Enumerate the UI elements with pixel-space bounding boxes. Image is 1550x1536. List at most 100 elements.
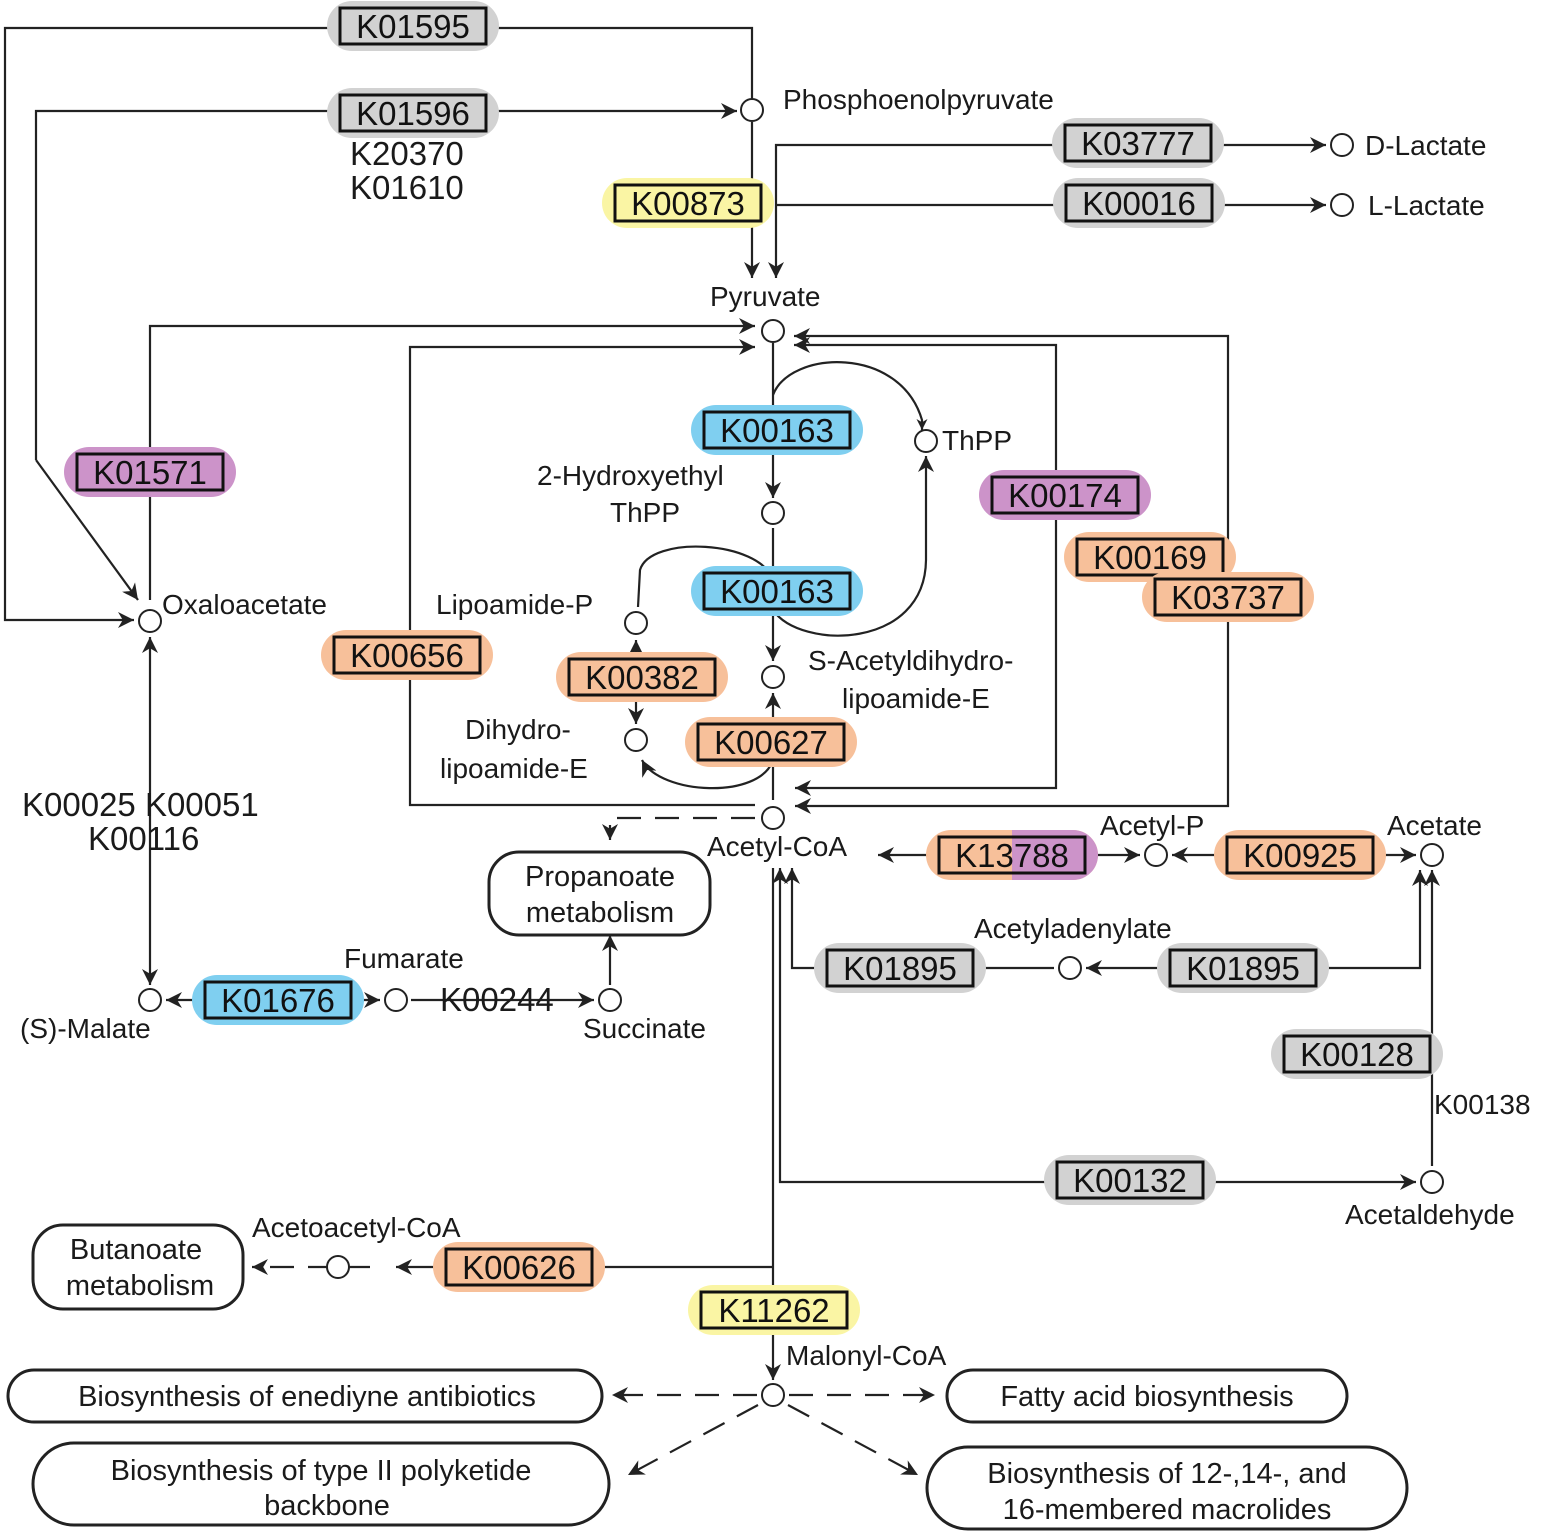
enzyme-highlight — [979, 470, 1151, 520]
label-s-malate: (S)-Malate — [20, 1013, 151, 1044]
enzyme-label: K01676 — [221, 982, 335, 1019]
enzyme-label: K00169 — [1093, 539, 1207, 576]
node-pyruvate — [761, 319, 785, 343]
enzyme-k00128[interactable]: K00128 — [1271, 1029, 1443, 1079]
enzyme-highlight — [1157, 943, 1329, 993]
map-butanoate-box[interactable] — [31, 1223, 245, 1311]
enzyme-label: K01596 — [356, 95, 470, 132]
node-acetate — [1420, 843, 1444, 867]
enzyme-k00016[interactable]: K00016 — [1053, 178, 1225, 228]
node-acetyladenylate — [1058, 956, 1082, 980]
ko-k01610[interactable]: K01610 — [350, 169, 464, 206]
label-hydroxyethyl-2: ThPP — [610, 497, 680, 528]
label-acetyl-coa: Acetyl-CoA — [707, 831, 847, 862]
label-acetyladenylate: Acetyladenylate — [974, 913, 1172, 944]
enzyme-k11262[interactable]: K11262 — [688, 1285, 860, 1335]
enzyme-k01596[interactable]: K01596 — [327, 88, 499, 138]
enzyme-highlight — [327, 1, 499, 51]
enzyme-label: K13788 — [955, 837, 1069, 874]
enzyme-highlight — [327, 88, 499, 138]
enzyme-highlight — [1064, 532, 1236, 582]
enzyme-box — [1055, 1160, 1205, 1200]
enzyme-k00925[interactable]: K00925 — [1214, 830, 1386, 880]
enzyme-box — [338, 6, 488, 46]
ko-k00025-k00051[interactable]: K00025 K00051 — [22, 786, 259, 823]
label-acetate: Acetate — [1387, 810, 1482, 841]
ko-k00138[interactable]: K00138 — [1434, 1089, 1531, 1120]
enzyme-label: K00128 — [1300, 1036, 1414, 1073]
enzyme-k03737[interactable]: K03737 — [1142, 572, 1314, 622]
enzyme-label: K00873 — [631, 185, 745, 222]
enzyme-highlight — [321, 630, 493, 680]
node-fumarate — [384, 988, 408, 1012]
enzyme-highlight — [1214, 830, 1386, 880]
enzyme-k00174[interactable]: K00174 — [979, 470, 1151, 520]
enzyme-k01571[interactable]: K01571 — [64, 447, 236, 497]
node-s-malate — [138, 988, 162, 1012]
enzyme-badges: K01595K01596K03777K00016K00873K00163K001… — [64, 1, 1443, 1335]
map-butanoate-label-1: Butanoate — [70, 1234, 202, 1266]
enzyme-k01895-b[interactable]: K01895 — [1157, 943, 1329, 993]
enzyme-highlight — [1053, 178, 1225, 228]
label-d-lactate: D-Lactate — [1365, 130, 1486, 161]
ko-k00116[interactable]: K00116 — [88, 820, 199, 857]
enzyme-k00873[interactable]: K00873 — [602, 178, 774, 228]
enzyme-k01595[interactable]: K01595 — [327, 1, 499, 51]
map-fatty-acid-label: Fatty acid biosynthesis — [1000, 1381, 1293, 1413]
enzyme-k00656[interactable]: K00656 — [321, 630, 493, 680]
map-butanoate-label-2: metabolism — [66, 1270, 214, 1302]
map-fatty-acid-box[interactable] — [945, 1368, 1349, 1424]
map-propanoate-box[interactable] — [487, 850, 712, 937]
enzyme-label: K03777 — [1081, 125, 1195, 162]
enzyme-k03777[interactable]: K03777 — [1052, 118, 1224, 168]
enzyme-k01895-a[interactable]: K01895 — [814, 943, 986, 993]
enzyme-box — [825, 948, 975, 988]
map-polyketide-label-2: backbone — [264, 1490, 390, 1522]
map-macrolides-box[interactable] — [925, 1445, 1409, 1531]
enzyme-box — [1225, 835, 1375, 875]
enzyme-highlight — [192, 975, 364, 1025]
enzyme-label: K00627 — [714, 724, 828, 761]
enzyme-box — [1168, 948, 1318, 988]
enzyme-label: K01895 — [1186, 950, 1300, 987]
map-polyketide-box[interactable] — [31, 1441, 611, 1527]
enzyme-box — [613, 183, 763, 223]
ko-k20370[interactable]: K20370 — [350, 135, 464, 172]
node-s-acetyldihydrolipoamide — [761, 665, 785, 689]
enzyme-k00382[interactable]: K00382 — [556, 652, 728, 702]
enzyme-k00132[interactable]: K00132 — [1044, 1155, 1216, 1205]
node-l-lactate — [1330, 193, 1354, 217]
enzyme-label: K00174 — [1008, 477, 1122, 514]
enzyme-label: K03737 — [1171, 579, 1285, 616]
plain-ko-labels: K20370 K01610 K00025 K00051 K00116 K0024… — [22, 135, 1531, 1120]
ko-k00244[interactable]: K00244 — [440, 981, 554, 1018]
label-pyruvate: Pyruvate — [710, 281, 821, 312]
map-enediyne-box[interactable] — [6, 1368, 604, 1424]
enzyme-highlight — [602, 178, 774, 228]
node-phosphoenolpyruvate — [740, 98, 764, 122]
enzyme-highlight — [685, 717, 857, 767]
enzyme-box — [699, 1290, 849, 1330]
enzyme-k00163-a[interactable]: K00163 — [691, 405, 863, 455]
label-oxaloacetate: Oxaloacetate — [162, 589, 327, 620]
enzyme-k13788[interactable]: K13788 — [926, 830, 1098, 880]
enzyme-k00627[interactable]: K00627 — [685, 717, 857, 767]
label-malonyl-coa: Malonyl-CoA — [786, 1340, 947, 1371]
enzyme-box — [338, 93, 488, 133]
label-phosphoenolpyruvate: Phosphoenolpyruvate — [783, 84, 1054, 115]
enzyme-highlight — [1142, 572, 1314, 622]
enzyme-k00169[interactable]: K00169 — [1064, 532, 1236, 582]
enzyme-label: K00382 — [585, 659, 699, 696]
label-fumarate: Fumarate — [344, 943, 464, 974]
reaction-edges — [3, 26, 1440, 1380]
enzyme-k01676[interactable]: K01676 — [192, 975, 364, 1025]
enzyme-label: K00132 — [1073, 1162, 1187, 1199]
enzyme-highlight — [691, 566, 863, 616]
enzyme-label: K00925 — [1243, 837, 1357, 874]
enzyme-k00626[interactable]: K00626 — [433, 1242, 605, 1292]
map-boxes — [6, 850, 1409, 1531]
node-d-lactate — [1330, 133, 1354, 157]
enzyme-box — [1064, 183, 1214, 223]
enzyme-highlight — [433, 1242, 605, 1292]
enzyme-k00163-b[interactable]: K00163 — [691, 566, 863, 616]
